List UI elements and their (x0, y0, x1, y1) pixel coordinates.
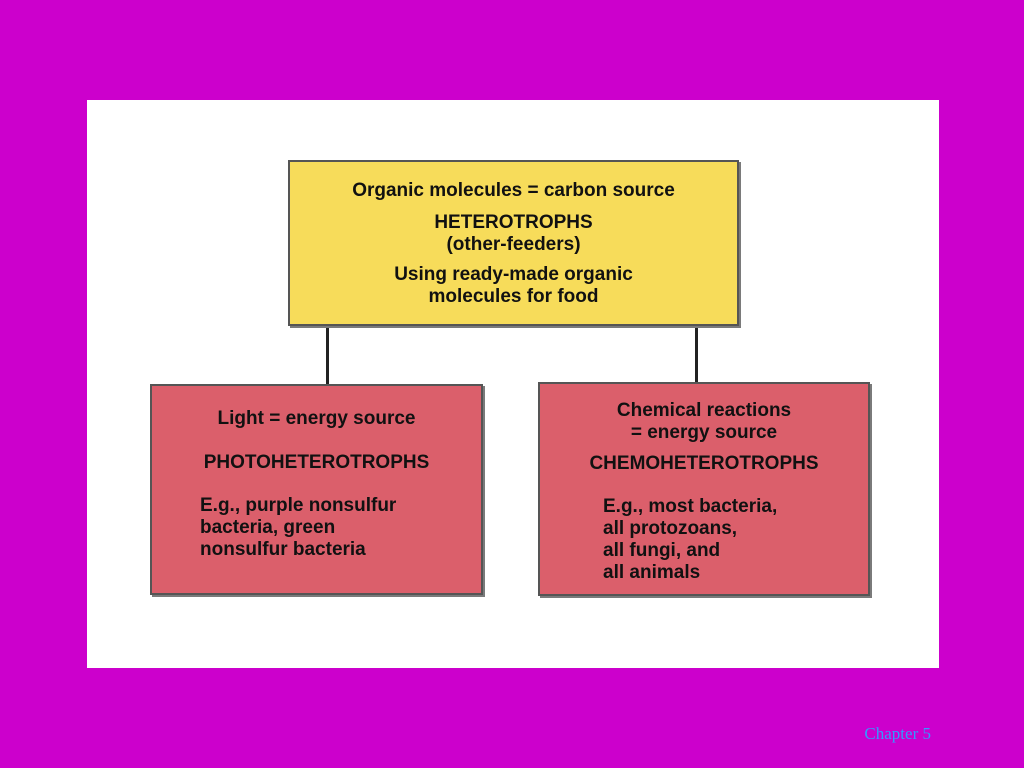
carbon-source-label: Organic molecules = carbon source (352, 180, 675, 201)
photoheterotrophs-examples: E.g., purple nonsulfur bacteria, green n… (200, 495, 397, 560)
photoheterotrophs-title: PHOTOHETEROTROPHS (203, 452, 430, 473)
heterotrophs-subtitle: (other-feeders) (446, 234, 581, 255)
heterotrophs-description: Using ready-made organic molecules for f… (394, 264, 633, 307)
heterotrophs-box: Organic molecules = carbon source HETERO… (288, 160, 739, 326)
diagram-panel: Organic molecules = carbon source HETERO… (87, 100, 939, 668)
photoheterotrophs-box: Light = energy source PHOTOHETEROTROPHS … (150, 384, 483, 595)
chemoheterotrophs-title: CHEMOHETEROTROPHS (589, 453, 819, 474)
heterotrophs-title: HETEROTROPHS (434, 212, 593, 233)
chemical-energy-label: Chemical reactions = energy source (616, 400, 792, 443)
connector-left (326, 326, 329, 384)
chapter-label: Chapter 5 (864, 724, 931, 743)
connector-right (695, 326, 698, 382)
chemoheterotrophs-examples: E.g., most bacteria, all protozoans, all… (603, 496, 778, 583)
light-energy-label: Light = energy source (217, 408, 416, 429)
chemoheterotrophs-box: Chemical reactions = energy source CHEMO… (538, 382, 870, 596)
